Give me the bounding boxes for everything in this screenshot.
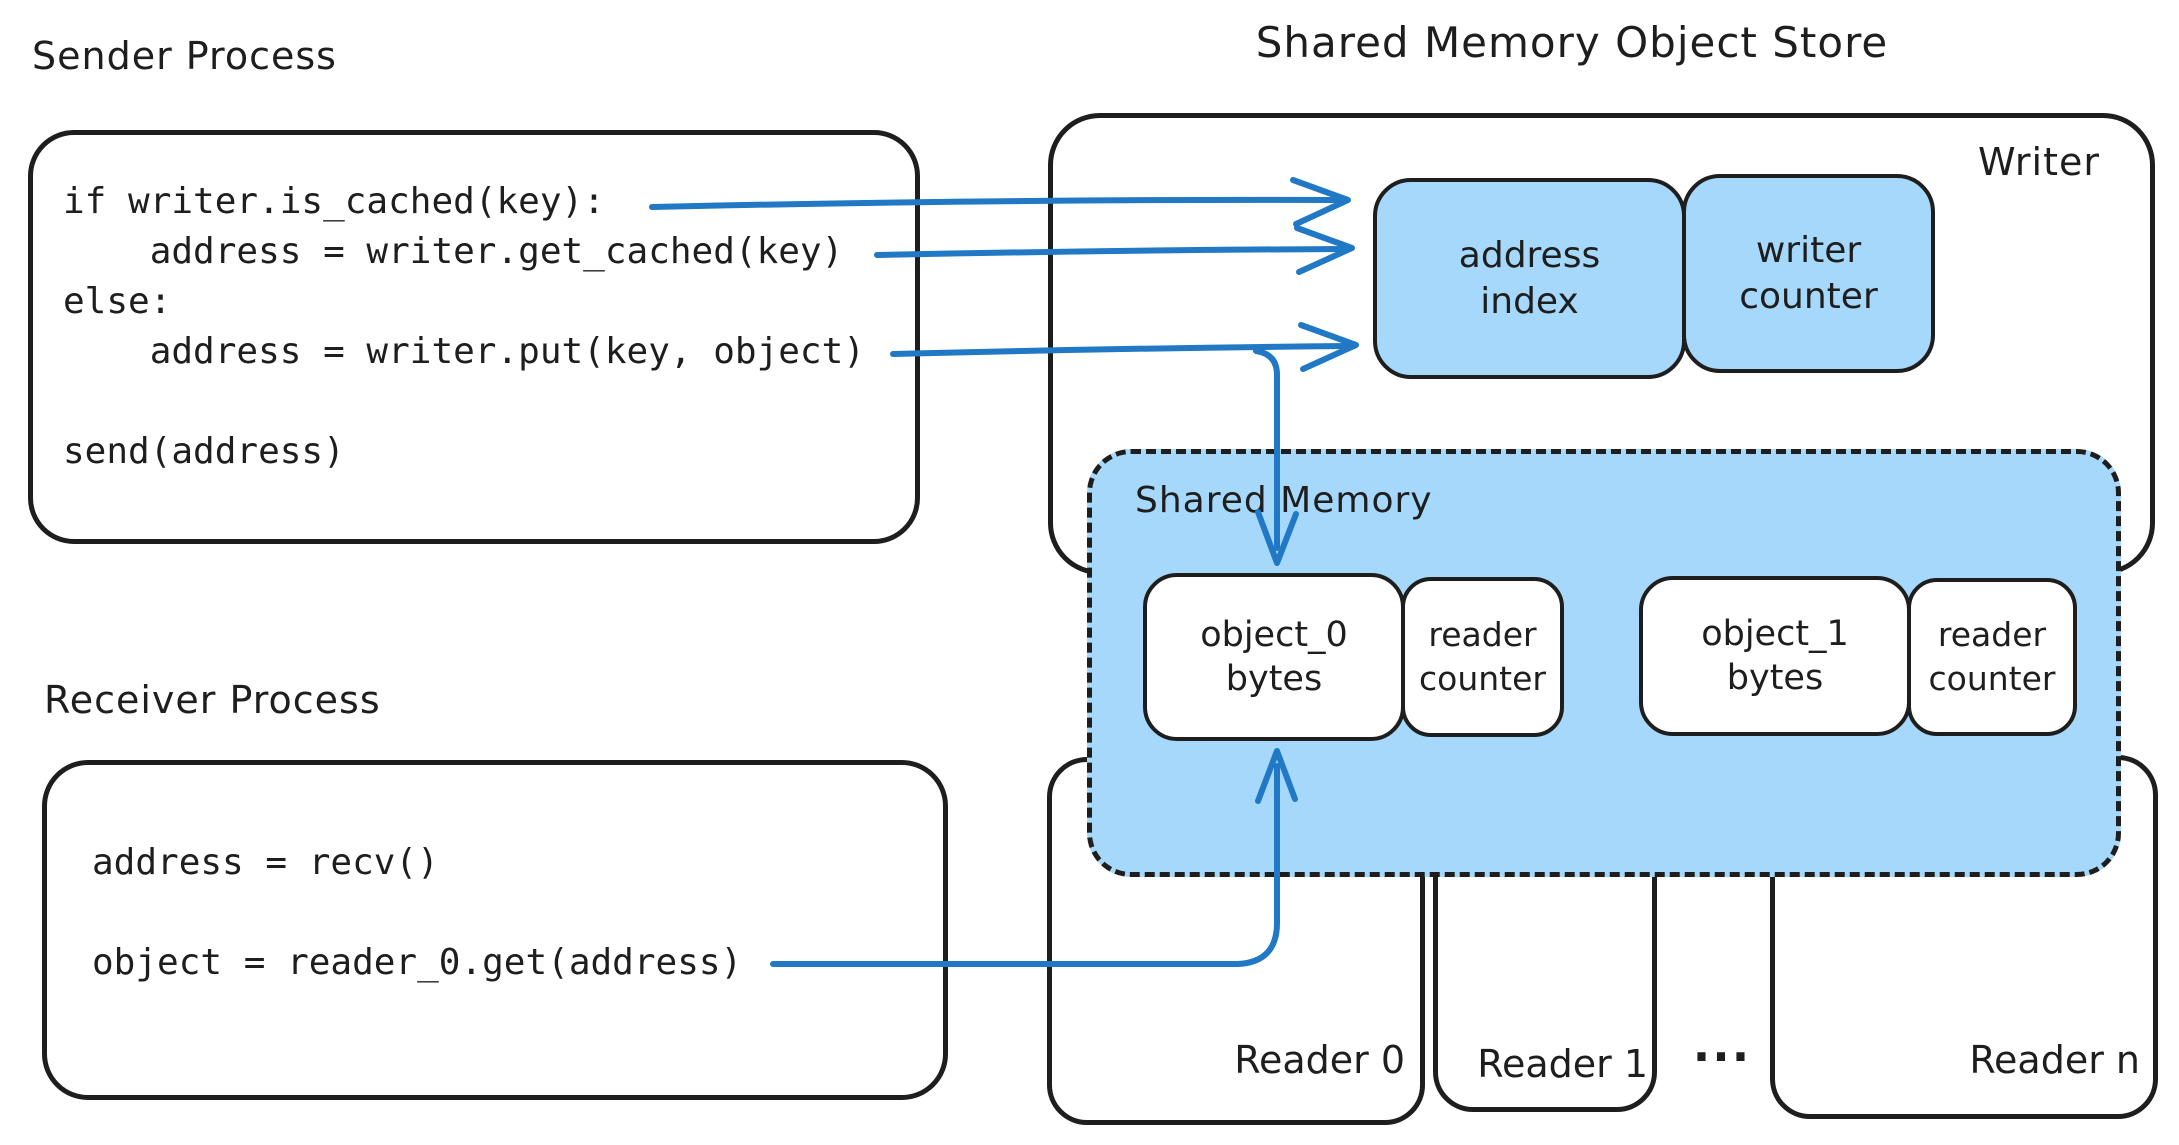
reader-counter-1-line2: counter [1928,659,2056,698]
sender-process-title: Sender Process [32,34,337,78]
store-title: Shared Memory Object Store [1255,18,1889,67]
writer-counter-line2: counter [1739,275,1878,317]
address-index-line1: address [1458,234,1601,276]
code-line [63,377,865,427]
code-line: address = writer.get_cached(key) [63,231,844,272]
receiver-code: address = recv() object = reader_0.get(a… [92,838,742,988]
code-line: address = writer.put(key, object) [63,331,865,372]
object-0-cell: object_0 bytes [1143,573,1405,741]
reader-n-label: Reader n [1969,1038,2140,1082]
reader-0-label: Reader 0 [1234,1038,1405,1082]
reader-1-label: Reader 1 [1477,1042,1648,1086]
object-0-line2: bytes [1225,659,1323,699]
object-1-line1: object_1 [1701,614,1849,654]
code-line: send(address) [63,431,345,472]
address-index-cell: address index [1373,178,1686,379]
object-1-cell: object_1 bytes [1639,576,1911,736]
reader-counter-1-cell: reader counter [1907,578,2077,736]
object-0-line1: object_0 [1200,615,1348,655]
object-1-line2: bytes [1726,658,1824,698]
address-index-line2: index [1480,280,1579,322]
writer-counter-line1: writer [1755,229,1862,271]
code-line: else: [63,281,172,322]
writer-label: Writer [1978,140,2100,184]
shared-memory-label: Shared Memory [1135,480,1433,521]
code-line: object = reader_0.get(address) [92,942,743,983]
reader-counter-1-line1: reader [1937,615,2047,654]
writer-counter-cell: writer counter [1682,174,1935,373]
code-line: address = recv() [92,842,439,883]
code-line [92,888,742,938]
reader-counter-0-line2: counter [1419,659,1546,698]
receiver-process-title: Receiver Process [44,678,381,722]
sender-code: if writer.is_cached(key): address = writ… [63,177,865,477]
code-line: if writer.is_cached(key): [63,181,605,222]
readers-ellipsis: ... [1692,1018,1752,1072]
reader-counter-0-cell: reader counter [1401,577,1564,737]
reader-counter-0-line1: reader [1428,615,1537,654]
